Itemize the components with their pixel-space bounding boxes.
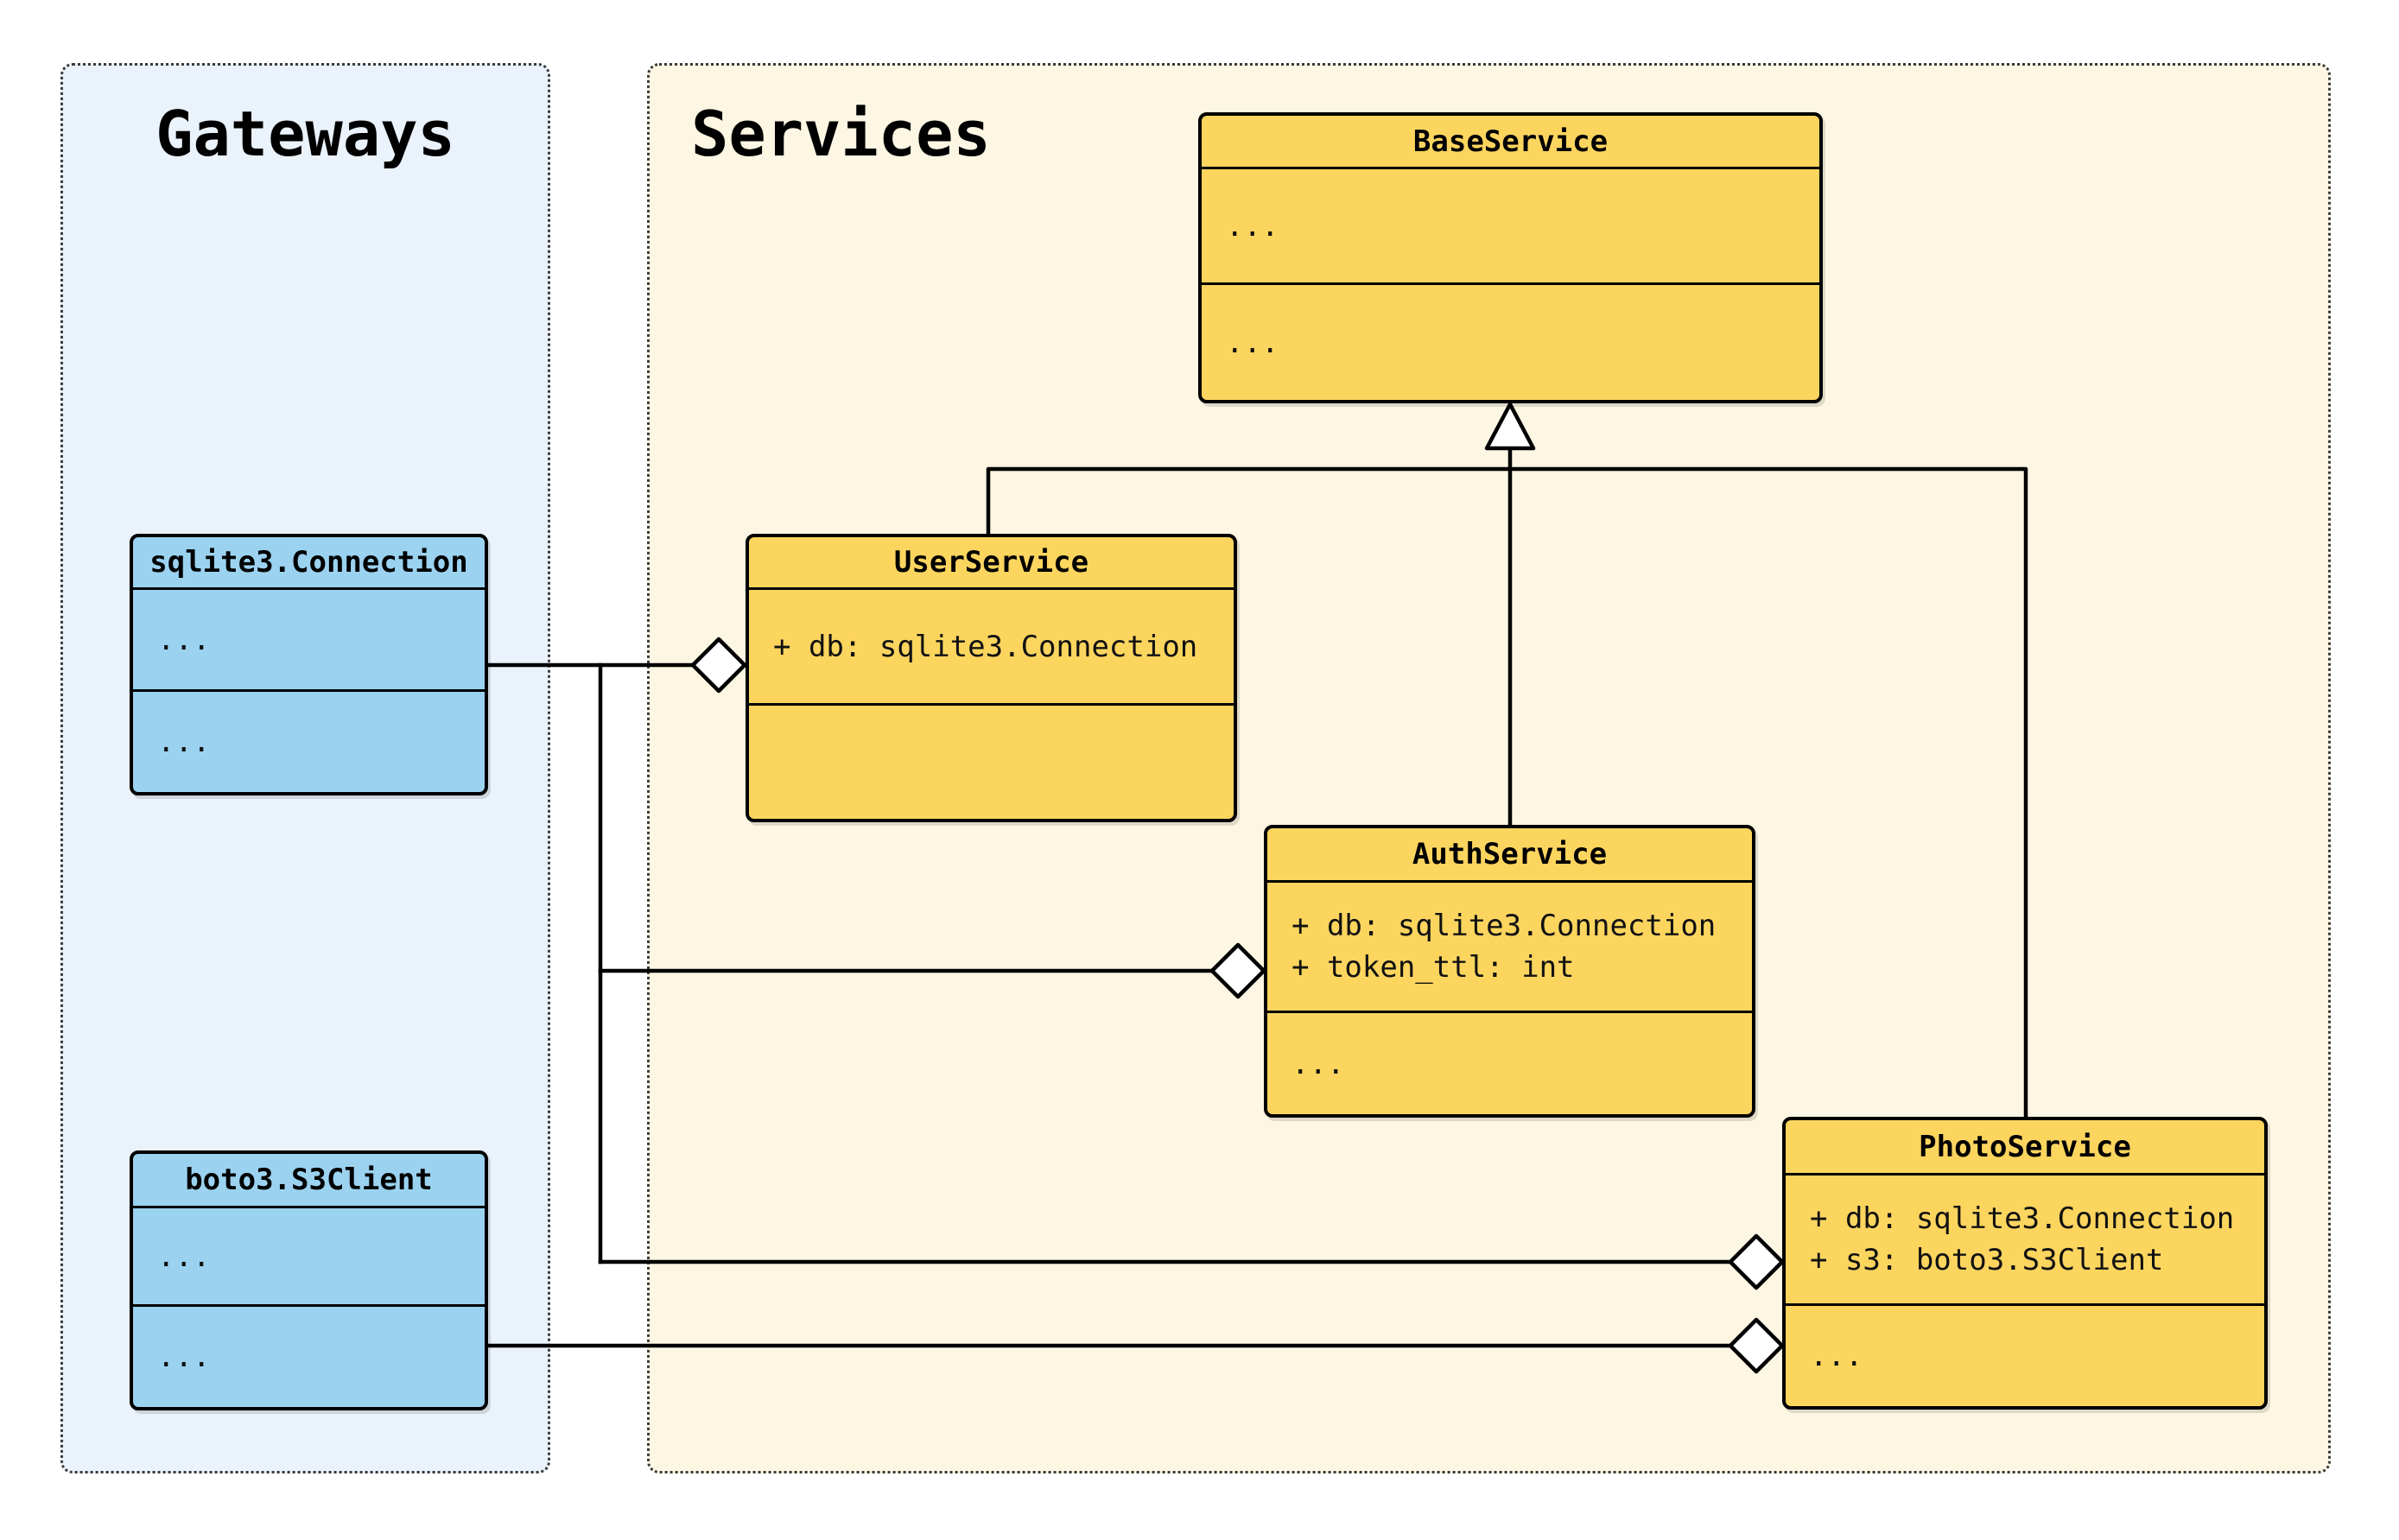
class-attributes: + db: sqlite3.Connection + s3: boto3.S3C… bbox=[1786, 1173, 2264, 1303]
class-attribute: + db: sqlite3.Connection bbox=[1810, 1201, 2235, 1236]
class-method: ... bbox=[1810, 1339, 1863, 1373]
class-method: ... bbox=[1292, 1046, 1345, 1081]
class-attributes: + db: sqlite3.Connection bbox=[749, 587, 1234, 703]
class-title: AuthService bbox=[1412, 837, 1608, 871]
class-box-sqlite3-connection: sqlite3.Connection ... ... bbox=[130, 534, 488, 795]
class-box-boto3-s3client: boto3.S3Client ... ... bbox=[130, 1150, 488, 1410]
class-methods: ... bbox=[1267, 1011, 1752, 1114]
class-methods: ... bbox=[133, 689, 485, 792]
class-box-authservice: AuthService + db: sqlite3.Connection + t… bbox=[1264, 825, 1755, 1118]
class-attribute: + s3: boto3.S3Client bbox=[1810, 1243, 2164, 1277]
class-attribute: ... bbox=[157, 622, 211, 657]
class-title: PhotoService bbox=[1919, 1129, 2131, 1164]
class-box-photoservice: PhotoService + db: sqlite3.Connection + … bbox=[1782, 1117, 2268, 1410]
class-attributes: ... bbox=[133, 1206, 485, 1304]
class-title: boto3.S3Client bbox=[185, 1163, 433, 1197]
class-title: sqlite3.Connection bbox=[149, 545, 468, 580]
class-attributes: ... bbox=[1202, 167, 1819, 282]
class-method: ... bbox=[1226, 325, 1279, 360]
class-methods: ... bbox=[1786, 1303, 2264, 1406]
class-box-userservice: UserService + db: sqlite3.Connection bbox=[746, 534, 1237, 822]
class-method: ... bbox=[157, 725, 211, 759]
class-attributes: + db: sqlite3.Connection + token_ttl: in… bbox=[1267, 880, 1752, 1011]
class-methods-empty bbox=[749, 703, 1234, 819]
class-title: UserService bbox=[893, 545, 1089, 580]
class-methods: ... bbox=[133, 1304, 485, 1407]
group-gateways-title: Gateways bbox=[155, 98, 455, 170]
class-attribute: ... bbox=[157, 1239, 211, 1274]
class-attribute: + db: sqlite3.Connection bbox=[773, 629, 1198, 664]
class-box-baseservice: BaseService ... ... bbox=[1198, 112, 1823, 403]
class-attributes: ... bbox=[133, 587, 485, 689]
class-methods: ... bbox=[1202, 282, 1819, 400]
class-method: ... bbox=[157, 1340, 211, 1374]
class-attribute: ... bbox=[1226, 208, 1279, 244]
class-attribute: + token_ttl: int bbox=[1292, 950, 1575, 985]
class-attribute: + db: sqlite3.Connection bbox=[1292, 909, 1717, 943]
class-title: BaseService bbox=[1412, 124, 1609, 159]
group-services-title: Services bbox=[691, 98, 991, 170]
